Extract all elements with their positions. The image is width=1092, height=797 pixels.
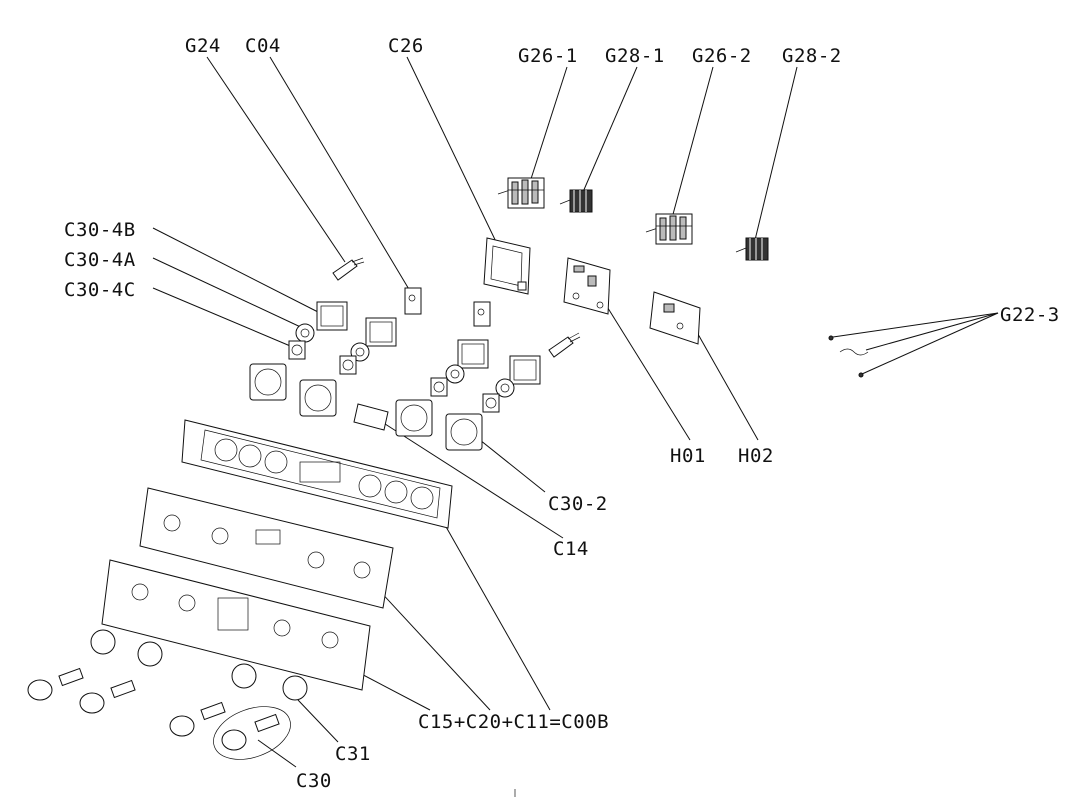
- leader-c26: [406, 56, 501, 251]
- label-g26-2: G26-2: [692, 45, 752, 67]
- label-c31: C31: [335, 743, 371, 765]
- label-c30: C30: [296, 770, 332, 792]
- label-g24: G24: [185, 35, 221, 57]
- leader-c31: [297, 699, 339, 743]
- holder-c30-4c: [288, 340, 306, 360]
- label-card-c14: [353, 403, 389, 431]
- bracket-c04: [404, 287, 422, 315]
- wire-set-g22-3: [828, 335, 869, 378]
- bracket-c26: [483, 237, 531, 295]
- leader-h01: [605, 304, 691, 441]
- label-g28-2: G28-2: [782, 45, 842, 67]
- leader-c04: [269, 56, 414, 297]
- front-panel-c20: [139, 487, 394, 609]
- lamp-right: [548, 332, 581, 358]
- leader-g22-3-b: [865, 312, 999, 351]
- control-panel-frame: [181, 419, 453, 529]
- selector-switch-g26-1: [497, 177, 545, 209]
- label-c00b: C15+C20+C11=C00B: [418, 711, 609, 733]
- label-c14: C14: [553, 538, 589, 560]
- bezel-2: [299, 379, 337, 417]
- bezel-1: [249, 363, 287, 401]
- leader-lines: [152, 56, 999, 768]
- rotary-switch-g28-2: [735, 237, 769, 261]
- leader-c30-4a: [152, 257, 308, 331]
- knob-set: [27, 629, 308, 760]
- leader-g28-2: [754, 66, 798, 241]
- label-g28-1: G28-1: [605, 45, 665, 67]
- leader-g26-2: [671, 66, 714, 219]
- holder-2: [339, 355, 357, 375]
- leader-c14: [381, 421, 564, 539]
- bezel-c30-2: [445, 413, 483, 451]
- leader-c00b-1: [444, 524, 551, 711]
- label-h02: H02: [738, 445, 774, 467]
- leader-c00b-2: [376, 587, 491, 711]
- gasket-3: [445, 364, 465, 384]
- module-box-3: [457, 339, 489, 369]
- small-bracket: [473, 301, 491, 327]
- module-box-c30-4b: [316, 301, 348, 331]
- leader-c30: [257, 739, 297, 768]
- label-g26-1: G26-1: [518, 45, 578, 67]
- leader-g28-1: [582, 66, 638, 193]
- glass-panel-c15: [101, 559, 371, 691]
- label-c30-4c: C30-4C: [64, 279, 136, 301]
- label-c26: C26: [388, 35, 424, 57]
- label-g22-3: G22-3: [1000, 304, 1060, 326]
- module-box-4: [509, 355, 541, 385]
- leader-c30-4b: [152, 227, 319, 313]
- lamp-g24: [332, 257, 365, 281]
- label-h01: H01: [670, 445, 706, 467]
- leader-g22-3-a: [832, 312, 999, 338]
- leader-c30-4c: [152, 287, 296, 349]
- rotary-switch-g28-1: [559, 189, 593, 213]
- circuit-board-h02: [649, 291, 701, 345]
- module-box-2: [365, 317, 397, 347]
- leader-g24: [206, 56, 346, 263]
- circuit-board-h01: [563, 257, 611, 315]
- label-c30-4b: C30-4B: [64, 219, 136, 241]
- selector-switch-g26-2: [645, 213, 693, 245]
- holder-4: [482, 393, 500, 413]
- leader-g26-1: [529, 66, 568, 183]
- label-c04: C04: [245, 35, 281, 57]
- label-c30-2: C30-2: [548, 493, 608, 515]
- gasket-4: [495, 378, 515, 398]
- leader-h02: [689, 319, 759, 441]
- part-labels: G24 C04 C26 G26-1 G28-1 G26-2 G28-2 C30-…: [64, 35, 1060, 792]
- bezel-3: [395, 399, 433, 437]
- holder-3: [430, 377, 448, 397]
- gasket-c30-4a: [295, 323, 315, 343]
- label-c30-4a: C30-4A: [64, 249, 136, 271]
- leader-g22-3-c: [861, 312, 999, 375]
